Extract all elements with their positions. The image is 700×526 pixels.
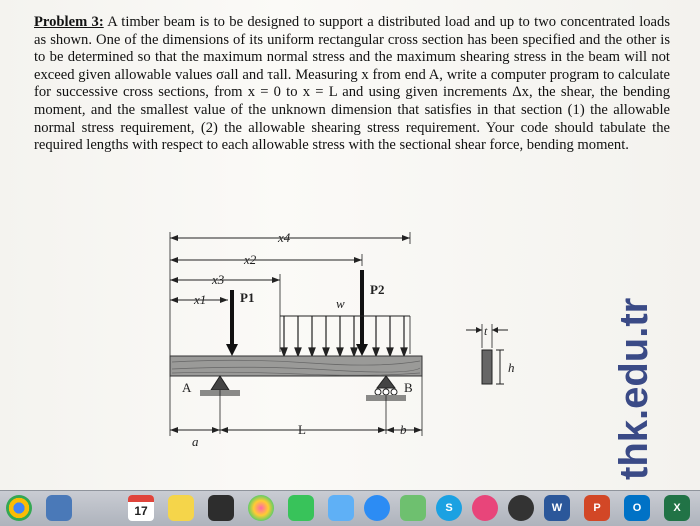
macos-dock: 17 S W P O X	[0, 490, 700, 526]
music-icon[interactable]	[472, 495, 498, 521]
x4-label: x4	[277, 230, 291, 245]
cross-section	[481, 349, 493, 385]
outlook-icon[interactable]: O	[624, 495, 650, 521]
a-end-label: A	[182, 380, 192, 395]
p2-label: P2	[370, 282, 384, 297]
document-page: Problem 3: A timber beam is to be design…	[0, 0, 700, 490]
dim-l-label: L	[298, 422, 306, 437]
watermark: thk.edu.tr	[612, 250, 700, 490]
calendar-icon[interactable]: 17	[128, 495, 154, 521]
maps-icon[interactable]	[400, 495, 426, 521]
x3-label: x3	[211, 272, 225, 287]
timber-beam	[169, 355, 423, 377]
p1-label: P1	[240, 290, 254, 305]
clock-icon[interactable]	[508, 495, 534, 521]
watermark-text: thk.edu.tr	[612, 297, 656, 480]
beam-figure: x4 x2 x3 x1 P1 P2	[169, 230, 515, 449]
problem-heading: Problem 3:	[34, 14, 104, 30]
powerpoint-icon[interactable]: P	[584, 495, 610, 521]
dim-b-label: b	[400, 422, 407, 437]
photos-icon[interactable]	[248, 495, 274, 521]
dots-icon[interactable]	[208, 495, 234, 521]
t-label: t	[484, 324, 488, 338]
x2-label: x2	[243, 252, 257, 267]
calendar-day: 17	[134, 504, 148, 518]
b-support-label: B	[404, 380, 413, 395]
skype-icon[interactable]: S	[436, 495, 462, 521]
chrome-icon[interactable]	[6, 495, 32, 521]
dim-a-label: a	[192, 434, 199, 449]
w-label: w	[336, 296, 345, 311]
preview-icon[interactable]	[46, 495, 72, 521]
problem-statement: Problem 3: A timber beam is to be design…	[34, 14, 670, 155]
h-label: h	[508, 360, 515, 375]
problem-body: A timber beam is to be designed to suppo…	[34, 14, 671, 154]
facetime-icon[interactable]	[288, 495, 314, 521]
appstore-icon[interactable]	[364, 495, 390, 521]
messages-icon[interactable]	[328, 495, 354, 521]
excel-icon[interactable]: X	[664, 495, 690, 521]
word-icon[interactable]: W	[544, 495, 570, 521]
notes-icon[interactable]	[168, 495, 194, 521]
x1-label: x1	[193, 292, 206, 307]
